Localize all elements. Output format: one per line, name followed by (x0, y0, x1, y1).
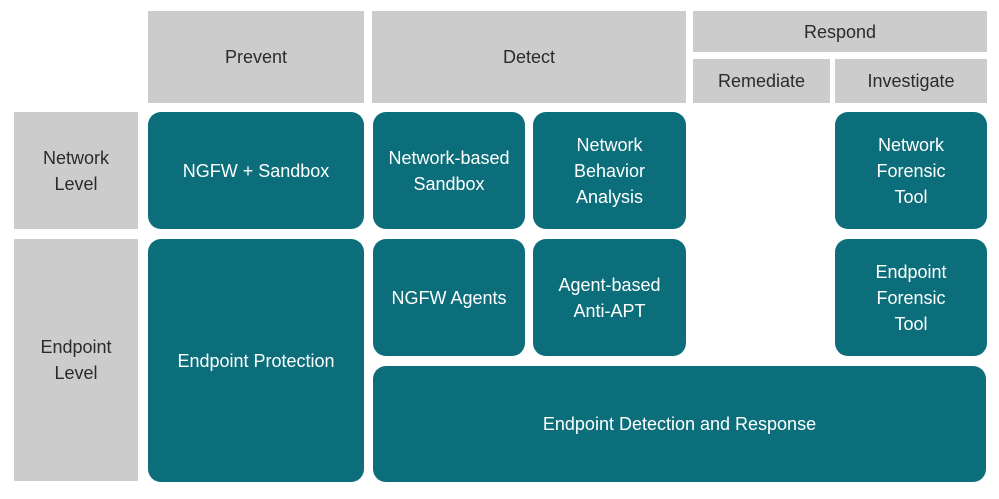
box-network-based-sandbox-label: Network-based Sandbox (388, 147, 510, 194)
column-header-prevent: Prevent (148, 11, 364, 103)
box-endpoint-protection: Endpoint Protection (148, 239, 364, 482)
column-header-remediate: Remediate (693, 59, 830, 103)
column-header-remediate-label: Remediate (717, 71, 806, 91)
box-endpoint-forensic-tool: Endpoint Forensic Tool (835, 239, 987, 356)
box-endpoint-protection-label: Endpoint Protection (177, 350, 335, 371)
row-header-network-level: Network Level (14, 112, 138, 229)
column-header-detect: Detect (372, 11, 686, 103)
column-header-respond: Respond (693, 11, 987, 52)
box-agent-based-anti-apt-label: Agent-based Anti-APT (558, 274, 661, 321)
box-ngfw-agents-label: NGFW Agents (391, 287, 507, 308)
column-header-investigate: Investigate (835, 59, 987, 103)
column-header-respond-label: Respond (803, 21, 877, 42)
box-network-behavior-analysis-label: Network Behavior Analysis (573, 134, 646, 207)
box-network-forensic-tool-label: Network Forensic Tool (876, 134, 946, 207)
column-header-investigate-label: Investigate (867, 71, 955, 91)
box-agent-based-anti-apt: Agent-based Anti-APT (533, 239, 686, 356)
row-header-endpoint-level: Endpoint Level (14, 239, 138, 481)
box-endpoint-detection-response: Endpoint Detection and Response (373, 366, 986, 482)
box-endpoint-forensic-tool-label: Endpoint Forensic Tool (875, 261, 947, 334)
box-ngfw-sandbox: NGFW + Sandbox (148, 112, 364, 229)
row-header-endpoint-level-label: Endpoint Level (40, 337, 112, 383)
box-network-forensic-tool: Network Forensic Tool (835, 112, 987, 229)
column-header-detect-label: Detect (502, 47, 556, 67)
box-network-behavior-analysis: Network Behavior Analysis (533, 112, 686, 229)
box-ngfw-agents: NGFW Agents (373, 239, 525, 356)
box-endpoint-detection-response-label: Endpoint Detection and Response (542, 414, 817, 434)
column-header-prevent-label: Prevent (224, 47, 288, 67)
box-ngfw-sandbox-label: NGFW + Sandbox (182, 160, 330, 181)
box-network-based-sandbox: Network-based Sandbox (373, 112, 525, 229)
row-header-network-level-label: Network Level (42, 147, 109, 194)
